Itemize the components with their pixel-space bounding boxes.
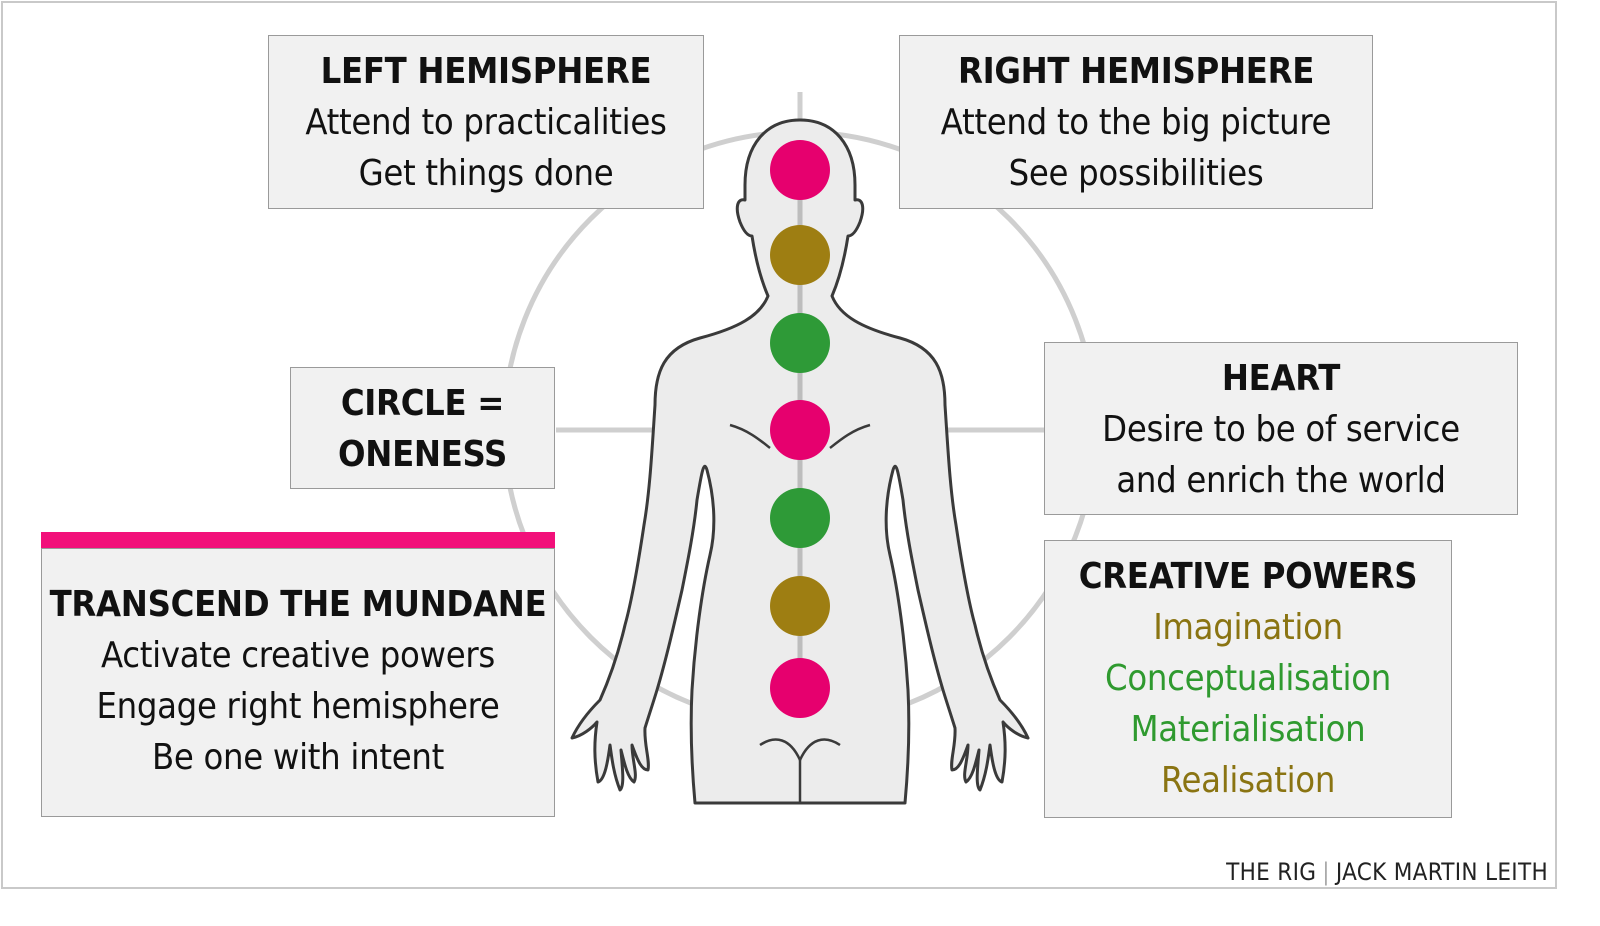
silhouette-details <box>729 423 871 803</box>
right-hemisphere-line-1: Attend to the big picture <box>940 102 1332 143</box>
heart-box: HEART Desire to be of service and enrich… <box>1044 342 1518 515</box>
heart-line-1: Desire to be of service <box>1102 409 1460 450</box>
creative-power-imagination: Imagination <box>1153 607 1343 648</box>
heart-title: HEART <box>1221 358 1341 399</box>
energy-centre-2-gold <box>770 225 830 285</box>
circle-oneness-line-2: ONENESS <box>338 434 507 475</box>
energy-centre-4-pink <box>770 400 830 460</box>
right-hemisphere-title: RIGHT HEMISPHERE <box>957 51 1315 92</box>
left-hemisphere-line-2: Get things done <box>358 153 614 194</box>
left-hemisphere-title: LEFT HEMISPHERE <box>320 51 652 92</box>
energy-centre-3-green <box>770 313 830 373</box>
right-hemisphere-box: RIGHT HEMISPHERE Attend to the big pictu… <box>899 35 1373 209</box>
creative-powers-title: CREATIVE POWERS <box>1078 556 1418 597</box>
energy-centres <box>770 140 830 718</box>
credit-right: JACK MARTIN LEITH <box>1335 858 1548 886</box>
energy-centre-1-pink <box>770 140 830 200</box>
transcend-box: TRANSCEND THE MUNDANE Activate creative … <box>41 548 555 817</box>
credit-line: THE RIG|JACK MARTIN LEITH <box>1226 858 1548 886</box>
energy-centre-7-pink <box>770 658 830 718</box>
transcend-accent-bar <box>41 532 555 549</box>
energy-centre-6-gold <box>770 576 830 636</box>
transcend-line-2: Engage right hemisphere <box>96 686 500 727</box>
right-hemisphere-line-2: See possibilities <box>1008 153 1264 194</box>
circle-oneness-line-1: CIRCLE = <box>340 383 505 424</box>
left-hemisphere-box: LEFT HEMISPHERE Attend to practicalities… <box>268 35 704 209</box>
heart-line-2: and enrich the world <box>1116 460 1446 501</box>
creative-powers-box: CREATIVE POWERS Imagination Conceptualis… <box>1044 540 1452 818</box>
transcend-line-3: Be one with intent <box>152 737 444 778</box>
creative-power-materialisation: Materialisation <box>1130 709 1366 750</box>
energy-centre-5-green <box>770 488 830 548</box>
circle-oneness-box: CIRCLE = ONENESS <box>290 367 555 489</box>
creative-power-realisation: Realisation <box>1160 760 1336 801</box>
transcend-line-1: Activate creative powers <box>101 635 495 676</box>
creative-power-conceptualisation: Conceptualisation <box>1105 658 1391 699</box>
left-hemisphere-line-1: Attend to practicalities <box>305 102 667 143</box>
transcend-title: TRANSCEND THE MUNDANE <box>49 584 547 625</box>
credit-separator: | <box>1322 858 1330 886</box>
credit-left: THE RIG <box>1226 858 1317 886</box>
